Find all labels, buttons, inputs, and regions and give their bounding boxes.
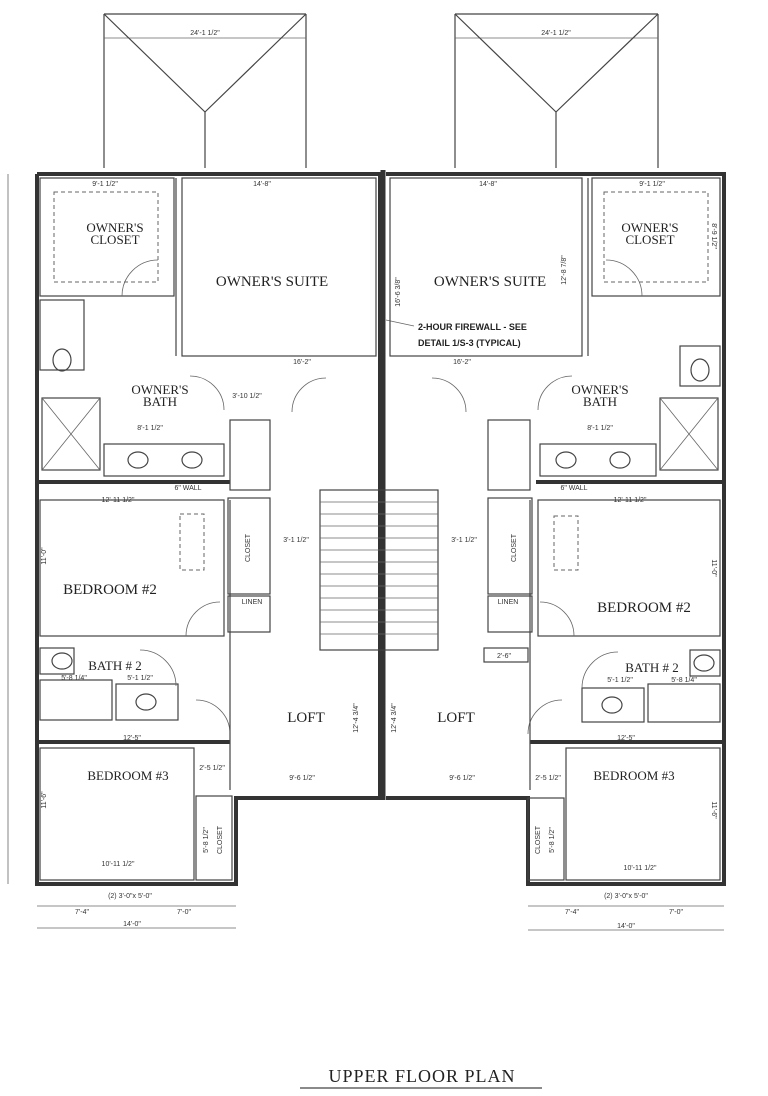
porch-roof-left: 24'-1 1/2" (103, 13, 307, 168)
owners-bath-label-left-1: OWNER'S (131, 382, 188, 397)
bath2-b-right: 5'-1 1/2" (607, 677, 633, 684)
suite-lower-right: 16'-2" (453, 359, 471, 366)
bed2-depth-left: 11'-0" (41, 547, 48, 565)
window-note-right: (2) 3'-0"x 5'-0" (604, 893, 648, 900)
vanity-width-left: 8'-1 1/2" (137, 425, 163, 432)
vanity-width-right: 8'-1 1/2" (587, 425, 613, 432)
firewall-note-2: DETAIL 1/S-3 (TYPICAL) (418, 338, 521, 348)
owners-bath-label-left-2: BATH (143, 394, 177, 409)
loft-depth-right: 12'-4 3/4" (391, 703, 398, 733)
bed3-depth-right: 11'-6" (710, 801, 717, 819)
owners-closet-label-left-1: OWNER'S (86, 220, 143, 235)
unit-right: OWNER'S SUITE 14'-8" 16'-2" 12'-8 7/8" 1… (386, 172, 726, 931)
plan-title-block: UPPER FLOOR PLAN (300, 1066, 542, 1089)
porch-roof-right: 24'-1 1/2" (454, 13, 659, 168)
bath2-a-right: 5'-8 1/4" (671, 677, 697, 684)
suite-lower-left: 16'-2" (293, 359, 311, 366)
bedroom3-label-left: BEDROOM #3 (87, 768, 168, 783)
suite-depth2-right: 16'-6 3/8" (395, 277, 402, 307)
window-note-left: (2) 3'-0"x 5'-0" (108, 893, 152, 900)
suite-depth-right: 12'-8 7/8" (561, 255, 568, 285)
bath2-width-right: 12'-5" (617, 735, 635, 742)
bed3-a-left: 2'-5 1/2" (199, 765, 225, 772)
linen-label-right: LINEN (498, 599, 519, 606)
bedroom2-label-right: BEDROOM #2 (597, 600, 691, 616)
closet-label-left: CLOSET (245, 533, 252, 562)
linen-label-left: LINEN (242, 599, 263, 606)
bath2-b-left: 5'-1 1/2" (127, 675, 153, 682)
bed3-width-right: 10'-11 1/2" (624, 865, 657, 872)
closet-depth-right: 8'-9 1/2" (710, 223, 717, 249)
suite-width-left: 14'-8" (253, 181, 271, 188)
porch-width-left: 24'-1 1/2" (190, 30, 220, 37)
wall-note-right: 6" WALL (560, 485, 587, 492)
bed2-depth-right: 11'-0" (710, 559, 717, 577)
firewall-and-stair: 2-HOUR FIREWALL - SEE DETAIL 1/S-3 (TYPI… (319, 170, 527, 800)
loft-label-right: LOFT (437, 710, 475, 726)
bed3-a-right: 2'-5 1/2" (535, 775, 561, 782)
closet-width-left: 9'-1 1/2" (92, 181, 118, 188)
owners-suite-label-left: OWNER'S SUITE (216, 274, 328, 290)
owners-closet-label-left-2: CLOSET (90, 232, 139, 247)
bedroom3-label-right: BEDROOM #3 (593, 768, 674, 783)
plan-title: UPPER FLOOR PLAN (328, 1066, 515, 1086)
unit-width-left: 14'-0" (123, 921, 141, 928)
door-b-right: 2'-6" (497, 653, 511, 660)
seg-a-left: 7'-4" (75, 909, 89, 916)
closet-hall-right: 3'-1 1/2" (451, 537, 477, 544)
closet3-label-right: CLOSET (535, 825, 542, 854)
closet3-label-left: CLOSET (217, 825, 224, 854)
stair-treads (320, 501, 438, 635)
closet-width-right: 9'-1 1/2" (639, 181, 665, 188)
suite-width-right: 14'-8" (479, 181, 497, 188)
firewall-note-1: 2-HOUR FIREWALL - SEE (418, 322, 527, 332)
bath2-label-right: BATH # 2 (625, 660, 678, 675)
owners-bath-label-right-2: BATH (583, 394, 617, 409)
closet-label-right: CLOSET (511, 533, 518, 562)
unit-width-right: 14'-0" (617, 923, 635, 930)
closet3-dim-left: 5'-8 1/2" (203, 827, 210, 853)
seg-b-left: 7'-0" (177, 909, 191, 916)
unit-left: OWNER'S CLOSET 9'-1 1/2" OWNER'S SUITE 1… (7, 172, 382, 929)
seg-b-right: 7'-0" (669, 909, 683, 916)
wall-note-left: 6" WALL (174, 485, 201, 492)
owners-closet-label-right-2: CLOSET (625, 232, 674, 247)
loft-label-left: LOFT (287, 710, 325, 726)
bed2-width-left: 12'-11 1/2" (102, 497, 135, 504)
loft-width-left: 9'-6 1/2" (289, 775, 315, 782)
bed3-width-left: 10'-11 1/2" (102, 861, 135, 868)
bed2-width-right: 12'-11 1/2" (614, 497, 647, 504)
seg-a-right: 7'-4" (565, 909, 579, 916)
closet3-dim-right: 5'-8 1/2" (549, 827, 556, 853)
hall-dim-left: 3'-10 1/2" (232, 393, 262, 400)
bath2-label-left: BATH # 2 (88, 658, 141, 673)
loft-width-right: 9'-6 1/2" (449, 775, 475, 782)
bedroom2-label-left: BEDROOM #2 (63, 582, 157, 598)
bath2-a-left: 5'-8 1/4" (61, 675, 87, 682)
owners-bath-label-right-1: OWNER'S (571, 382, 628, 397)
porch-width-right: 24'-1 1/2" (541, 30, 571, 37)
bed3-depth-left: 11'-6" (41, 791, 48, 809)
bath2-width-left: 12'-5" (123, 735, 141, 742)
loft-depth-left: 12'-4 3/4" (353, 703, 360, 733)
closet-hall-left: 3'-1 1/2" (283, 537, 309, 544)
owners-suite-label-right: OWNER'S SUITE (434, 274, 546, 290)
owners-closet-label-right-1: OWNER'S (621, 220, 678, 235)
